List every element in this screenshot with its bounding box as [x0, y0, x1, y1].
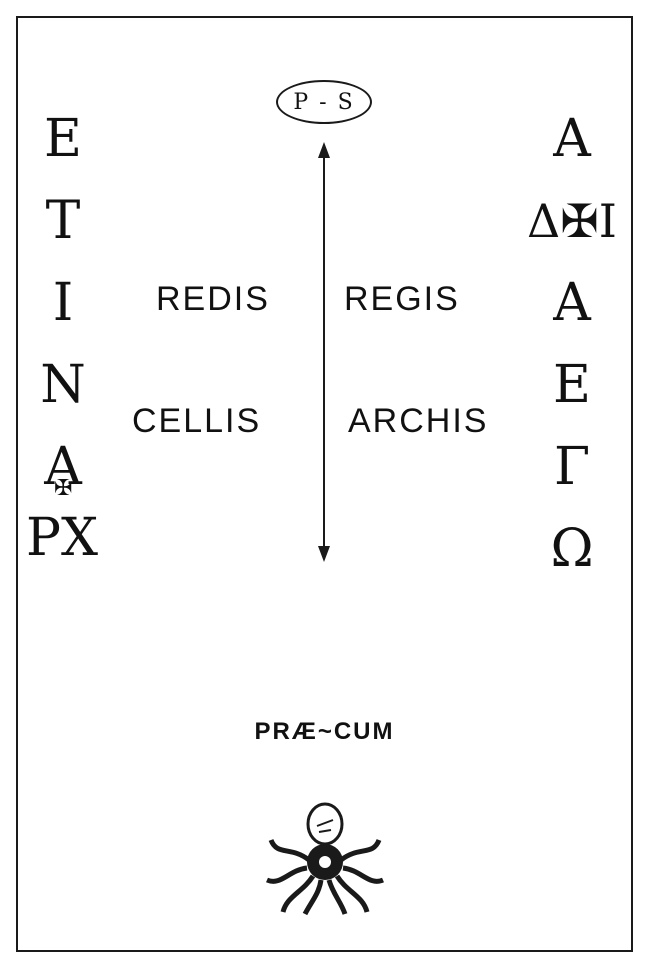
right-delta-cross-i: Δ✠I: [527, 194, 617, 248]
left-letter-e: E: [44, 109, 82, 169]
right-letter-gamma: Γ: [553, 437, 591, 497]
left-letter-t: T: [45, 191, 81, 251]
right-letter-column: A Δ✠I A E Γ Ω: [526, 98, 618, 590]
left-letter-i: I: [52, 273, 74, 333]
right-letter-a: A: [553, 273, 591, 333]
word-redis: REDIS: [156, 280, 270, 318]
left-px-letters: PX: [26, 508, 99, 568]
right-letter-a-top: A: [553, 109, 591, 169]
right-letter-omega: Ω: [550, 519, 594, 579]
small-cross-icon: ✠: [54, 476, 73, 501]
word-regis: REGIS: [344, 280, 460, 318]
word-cellis: CELLIS: [132, 402, 262, 440]
left-letter-n: N: [40, 355, 86, 415]
right-letter-e: E: [553, 355, 591, 415]
left-letter-column: E T I N A: [28, 98, 98, 508]
ps-oval-label: P - S: [276, 80, 372, 124]
left-letter-a: A: [44, 437, 82, 497]
page-frame: P - S E T I N A ✠ PX A Δ✠I A E Γ Ω REDIS…: [16, 16, 633, 952]
double-arrow-icon: [318, 142, 330, 562]
word-archis: ARCHIS: [348, 402, 489, 440]
footer-text: PRÆ~CUM: [254, 718, 395, 745]
octopus-emblem-icon: [266, 802, 384, 916]
